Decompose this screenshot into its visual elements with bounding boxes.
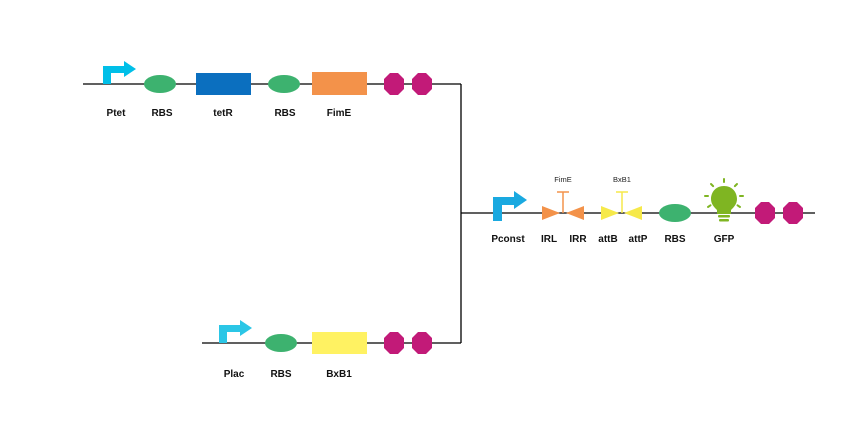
- label-irr: IRR: [569, 234, 587, 245]
- terminator-reporter-1-icon: [755, 202, 775, 224]
- rbs-top-2-icon: [268, 75, 300, 93]
- label-attp: attP: [629, 234, 648, 245]
- label-rbs-top-1: RBS: [151, 108, 172, 119]
- rbs-bottom-icon: [265, 334, 297, 352]
- recombinase-bxb1-marker: [616, 191, 628, 213]
- promoter-pconst-icon: [493, 191, 527, 221]
- gene-tetR-block: [196, 73, 251, 95]
- promoter-ptet-icon: [103, 61, 136, 84]
- label-FimE: FimE: [327, 108, 352, 119]
- construct-ptet: Ptet RBS tetR RBS FimE: [83, 61, 461, 119]
- rbs-reporter-icon: [659, 204, 691, 222]
- site-attp-icon: [624, 206, 642, 220]
- label-recombinase-bxb1: BxB1: [613, 175, 631, 184]
- terminator-reporter-2-icon: [783, 202, 803, 224]
- terminator-bottom-1-icon: [384, 332, 404, 354]
- site-attb-icon: [601, 206, 619, 220]
- label-attb: attB: [598, 234, 617, 245]
- label-rbs-top-2: RBS: [274, 108, 295, 119]
- label-rbs-reporter: RBS: [664, 234, 685, 245]
- promoter-plac-icon: [219, 320, 252, 343]
- gfp-lightbulb-icon: [704, 178, 744, 222]
- site-irl-icon: [542, 206, 560, 220]
- label-plac: Plac: [224, 369, 245, 380]
- label-ptet: Ptet: [107, 108, 127, 119]
- terminator-top-1-icon: [384, 73, 404, 95]
- label-rbs-bottom: RBS: [270, 369, 291, 380]
- label-pconst: Pconst: [491, 234, 525, 245]
- recombinase-fime-marker: [557, 191, 569, 213]
- rbs-top-1-icon: [144, 75, 176, 93]
- label-recombinase-fime: FimE: [554, 175, 572, 184]
- construct-pconst: FimE BxB1 Pconst: [491, 175, 803, 245]
- label-gfp: GFP: [714, 234, 735, 245]
- gene-FimE-block: [312, 72, 367, 95]
- label-tetR: tetR: [213, 108, 233, 119]
- label-BxB1: BxB1: [326, 369, 352, 380]
- label-irl: IRL: [541, 234, 557, 245]
- gene-BxB1-block: [312, 332, 367, 354]
- site-irr-icon: [566, 206, 584, 220]
- terminator-top-2-icon: [412, 73, 432, 95]
- terminator-bottom-2-icon: [412, 332, 432, 354]
- construct-plac: Plac RBS BxB1: [202, 320, 461, 380]
